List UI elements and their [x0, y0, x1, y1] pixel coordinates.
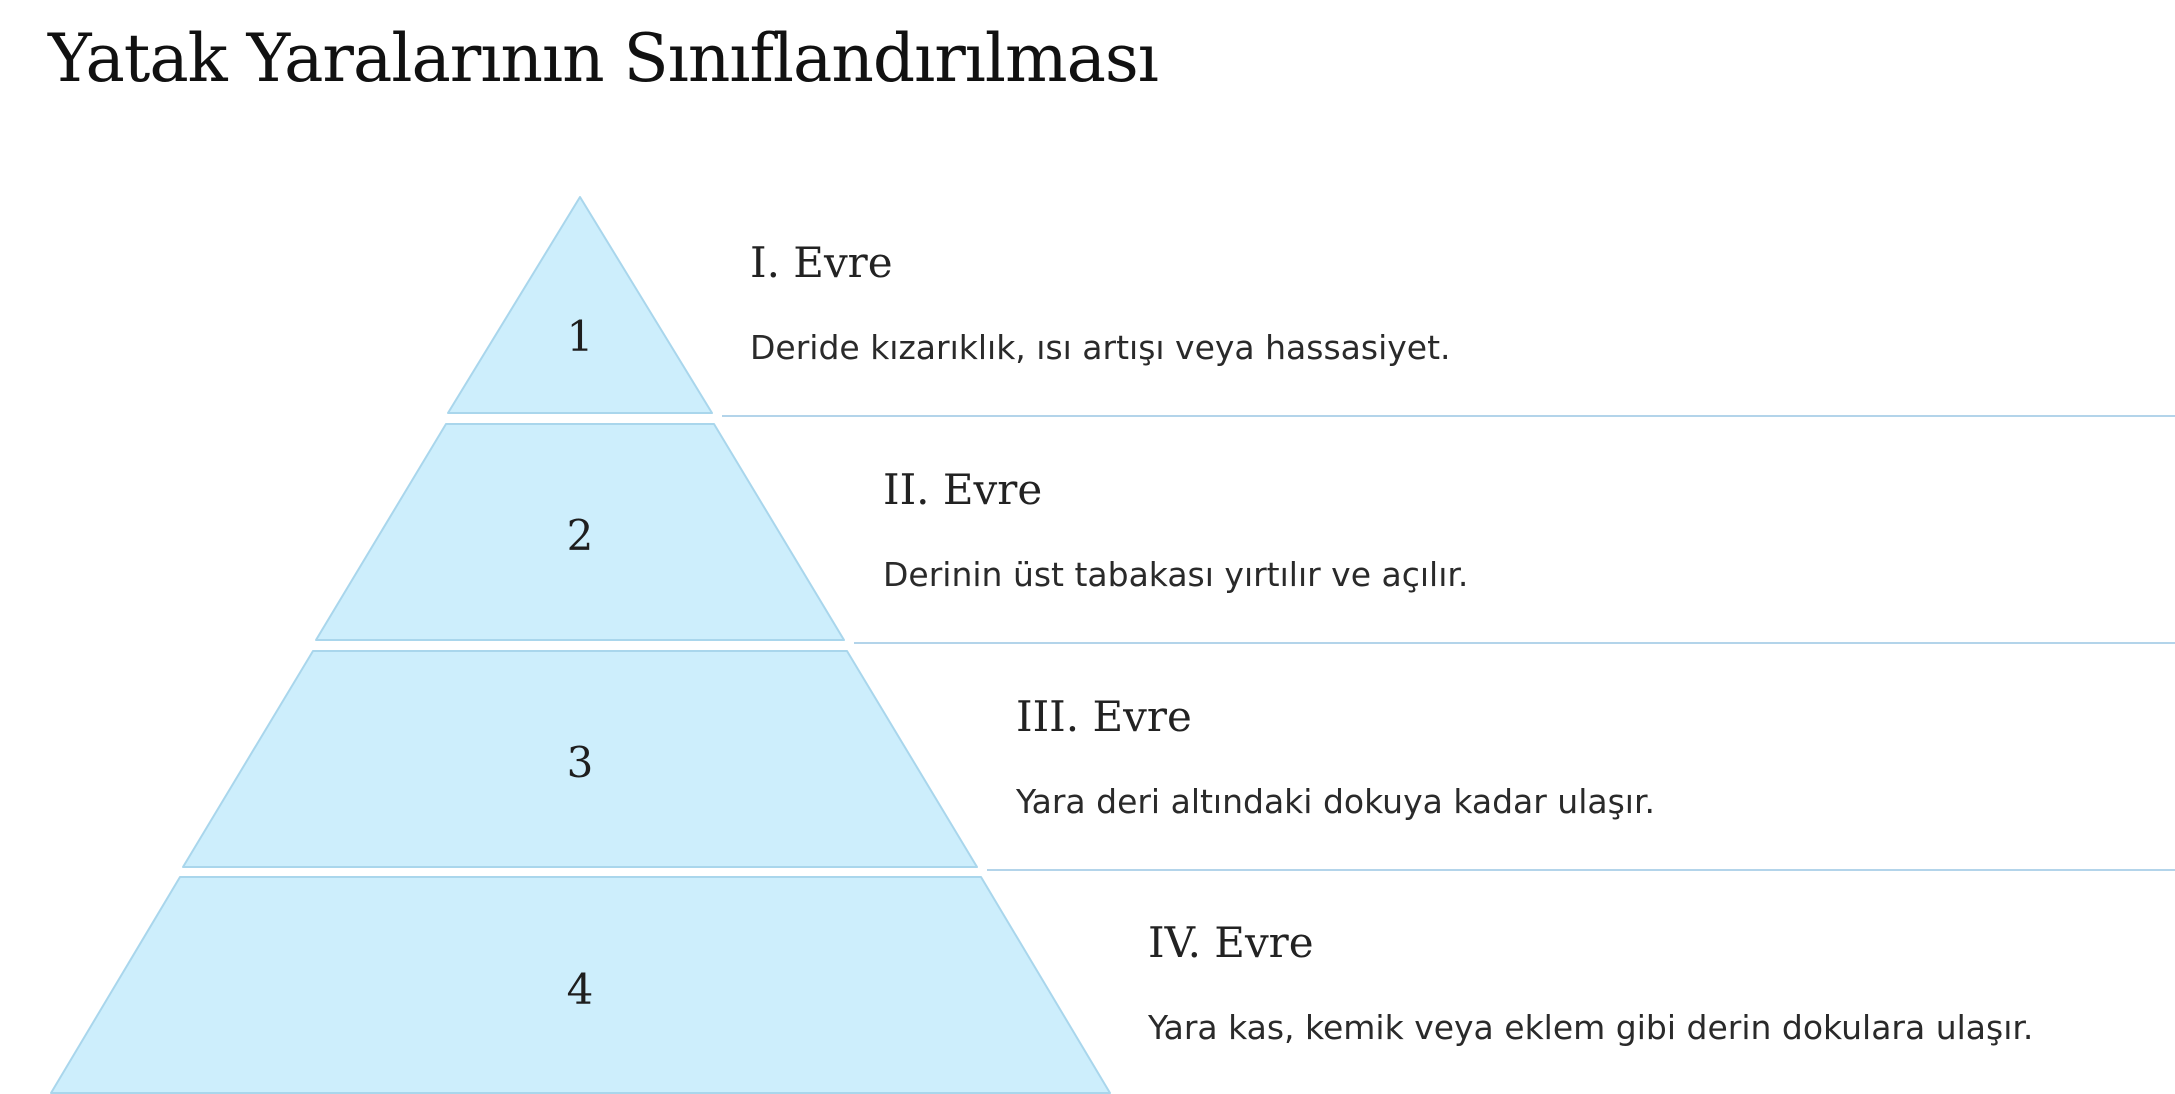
stage-description-1: Deride kızarıklık, ısı artışı veya hassa… — [750, 328, 1451, 367]
pyramid-tier-1 — [447, 196, 713, 414]
tier-number-3: 3 — [567, 738, 594, 787]
tier-number-1: 1 — [567, 312, 594, 361]
stage-description-2: Derinin üst tabakası yırtılır ve açılır. — [883, 555, 1469, 594]
stage-description-3: Yara deri altındaki dokuya kadar ulaşır. — [1016, 782, 1656, 821]
stage-title-4: IV. Evre — [1148, 918, 1314, 967]
stage-description-4: Yara kas, kemik veya eklem gibi derin do… — [1148, 1008, 2034, 1047]
tier-number-4: 4 — [567, 965, 594, 1014]
page-title: Yatak Yaralarının Sınıflandırılması — [48, 20, 1159, 97]
pyramid-tier-2 — [315, 423, 845, 641]
tier-number-2: 2 — [567, 511, 594, 560]
pyramid-tier-4 — [50, 876, 1111, 1094]
pyramid-tier-3 — [182, 650, 978, 868]
stage-title-2: II. Evre — [883, 465, 1043, 514]
stage-title-1: I. Evre — [750, 238, 893, 287]
stage-title-3: III. Evre — [1016, 692, 1192, 741]
